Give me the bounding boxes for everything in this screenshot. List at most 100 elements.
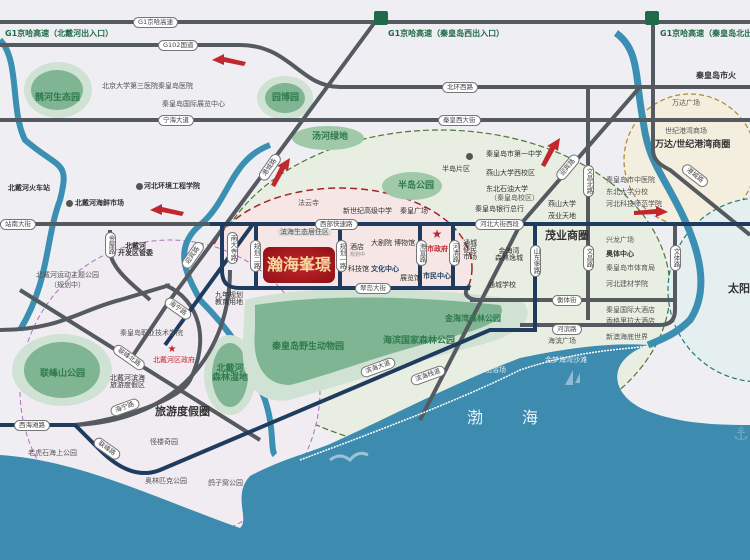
poi-taiyang: 太阳 (728, 282, 750, 295)
poi-guailou: 怪楼奇园 (150, 438, 178, 446)
road-label-wenti: 文体路 (670, 245, 681, 271)
road-label-hehe: 河清路 (449, 240, 460, 266)
poi-jinhaiwan-city: 金海湾 森林逸城 (495, 247, 523, 262)
exit-qhd-north: G1京哈高速（秦皇岛北出入口） (660, 29, 750, 38)
poi-hotel-planning: 规划中 (350, 252, 366, 258)
poi-haiyang: 新澳海底世界 (606, 333, 648, 341)
poi-no1-school: 秦皇岛市第一中学 (486, 150, 542, 158)
wanda-zone (623, 93, 750, 227)
river-east (613, 30, 705, 349)
road-label-tiyu: 衡体街 (552, 295, 582, 306)
poi-jinshan-beach: 金山浴场 (478, 366, 506, 374)
road-label-beihuan: 北环西路 (442, 82, 478, 93)
star-icon: ★ (168, 344, 177, 355)
poi-bank: 秦皇岛银行总行 (475, 205, 524, 213)
poi-maoye-tiandi: 茂业天地 (548, 212, 576, 220)
poi-fayun: 法云寺 (298, 199, 319, 207)
poi-tiyuguan: 秦皇岛市体育局 (606, 264, 655, 272)
poi-maoye-circle: 茂业商圈 (545, 229, 589, 242)
sailboat-icon (565, 370, 580, 385)
poi-tongcheng-school: 通城学校 (488, 281, 516, 289)
poi-xinglong: 兴龙广场 (606, 236, 634, 244)
market-icon (66, 200, 73, 207)
park-yuanbo: 园博园 (272, 93, 300, 103)
poi-bdh-gov: 北戴河区政府 (153, 356, 195, 364)
road-label-hebei: 河北大街西段 (475, 219, 524, 230)
poi-lvyou-area: 北戴河滨海 旅游度假区 (110, 374, 145, 389)
park-senlin: 北戴河 森林湿地 (212, 364, 249, 383)
direction-arrows (150, 54, 668, 217)
sea-label-hai: 海 (522, 408, 539, 427)
poi-beida-hospital: 北京大学第三医院秦皇岛医院 (102, 82, 193, 90)
exit-beidaihe: G1京哈高速（北戴河出入口） (5, 29, 114, 38)
park-zoo: 秦皇岛野生动物园 (272, 342, 345, 352)
road-label-xibu: 西部快速路 (315, 219, 358, 230)
poi-haibin-square: 海滨广场 (548, 337, 576, 345)
seagull-icon (329, 451, 369, 463)
star-icon: ★ (432, 227, 443, 241)
road-label-nandaisi: 南大寺路 (227, 232, 238, 264)
park-quehe: 鹊河生态园 (35, 93, 81, 103)
poi-guoji-hotel: 秦皇国际大酒店 (606, 306, 655, 314)
poi-city-gov: 市政府 (427, 245, 448, 253)
poi-bandao-area: 半岛片区 (442, 165, 470, 173)
poi-yanda: 燕山大学 (548, 200, 576, 208)
road-label-cuidao: 翠岛大街 (355, 283, 391, 294)
road-label-zhannan: 站南大街 (0, 219, 36, 230)
highway-exit-icon (374, 11, 388, 25)
road-label-xihaitan: 西海滩路 (14, 420, 50, 431)
poi-zhiye: 秦皇岛职业技术学院 (120, 329, 183, 337)
poi-seafood-market: 北戴河海鲜市场 (75, 199, 124, 207)
poi-yundong-planning: （规划中） (50, 281, 85, 289)
poi-wanda-circle: 万达/世纪港湾商圈 (655, 140, 731, 150)
poi-beidaihe-station: 北戴河火车站 (8, 184, 50, 192)
poi-wanda: 万达广场 (672, 99, 700, 107)
poi-dongda: 东北大学分校 (606, 188, 648, 196)
road-label-haixian: 海宣路 (416, 240, 427, 266)
poi-xinshiji: 新世纪高级中学 (343, 207, 392, 215)
poi-shiyou-campus: （秦皇岛校区） (490, 194, 539, 202)
poi-laohu: 老虎石海上公园 (28, 449, 77, 457)
school-icon (466, 153, 473, 160)
poi-jiancai: 河北建材学院 (606, 280, 648, 288)
poi-gezi: 鸽子窝公园 (208, 479, 243, 487)
road-label-ninghai: 宁海大道 (158, 115, 194, 126)
poi-museum: 博物馆 (394, 239, 415, 247)
road-label-g102: G102国道 (158, 40, 199, 51)
taiyang-zone (667, 197, 750, 383)
poi-qhd-square: 秦皇广场 (400, 207, 428, 215)
road-label-guihua1: 规划一路 (336, 240, 347, 272)
road-label-wenchang2: 文昌路 (583, 245, 594, 271)
poi-exhibition: 秦皇岛国际展览中心 (162, 100, 225, 108)
poi-yundong: 北戴河运动主题公园 (36, 271, 99, 279)
parks (12, 62, 528, 415)
poi-shiji: 世纪港湾商场 (665, 127, 707, 135)
road-label-shandong: 山东堡路 (530, 245, 541, 277)
poi-kaifa: 北戴河 开发区管委 (118, 242, 153, 257)
sea (0, 344, 750, 560)
road-label-hebin: 河滨路 (552, 324, 582, 335)
river-west (0, 37, 67, 332)
sea-label-bo: 渤 (467, 408, 484, 427)
poi-yanda-west: 燕山大学西校区 (486, 169, 535, 177)
school-icon (136, 183, 143, 190)
park-lianfeng: 联峰山公园 (40, 369, 86, 379)
poi-shengtai: 滨海生态居住区 (278, 228, 331, 236)
poi-citizen-center: 市民中心 (423, 272, 451, 280)
poi-hotel: 酒店 (350, 243, 364, 251)
poi-theatre: 大剧院 (371, 239, 392, 247)
poi-bianmin: 通城 便民 市场 (463, 239, 477, 261)
poi-qhd-station: 秦皇岛市火 (696, 71, 736, 80)
project-logo[interactable]: 瀚海峯璟 (263, 247, 335, 283)
poi-xiangge-hotel: 香格里拉大酒店 (606, 317, 655, 325)
poi-shiyou: 东北石油大学 (486, 185, 528, 193)
road-label-qinhuang: 秦皇西大街 (438, 115, 481, 126)
anchor-icon: ⚓ (733, 424, 749, 445)
road-label-guihua2: 规划二路 (250, 240, 261, 272)
poi-jiunian: 九年规划 教育用地 (215, 291, 243, 306)
poi-jinmeng-beach: 金梦海湾沙滩 (545, 356, 587, 364)
poi-science: 科技馆 (348, 265, 369, 273)
park-bandao: 半岛公园 (398, 181, 435, 191)
poi-tourism-circle: 旅游度假圈 (155, 405, 210, 418)
